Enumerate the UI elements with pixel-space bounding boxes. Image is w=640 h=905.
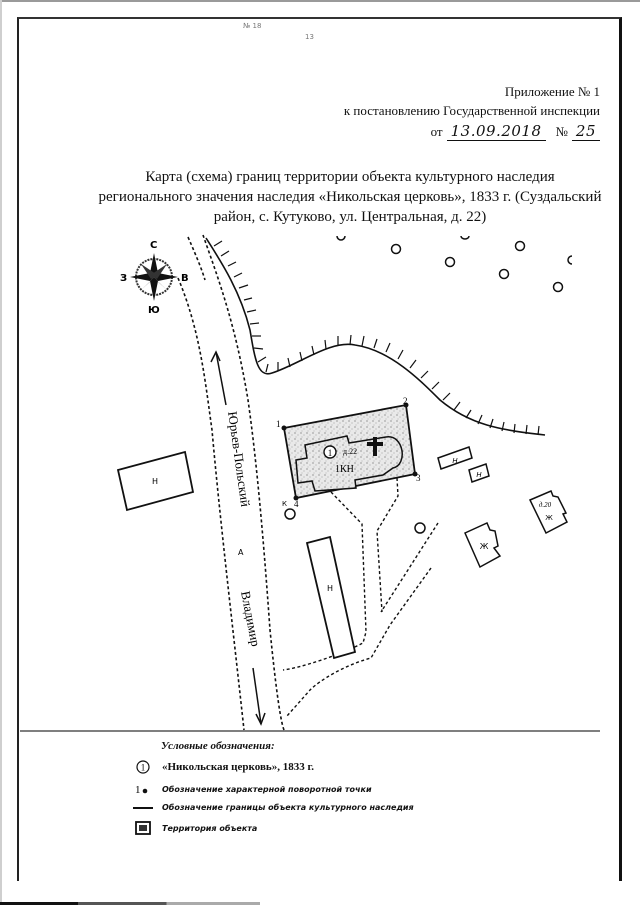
tree-icon: [552, 281, 564, 293]
svg-text:1: 1: [141, 763, 146, 773]
road-label-vladimir: Владимир: [238, 590, 263, 648]
tree-icon: [444, 256, 456, 268]
number-value: 25: [571, 122, 600, 141]
house-lower: [464, 522, 502, 569]
stamp-page: 13: [305, 33, 314, 41]
building-small-1: [437, 446, 473, 470]
annex-subtitle: к постановлению Государственной инспекци…: [343, 103, 600, 118]
date-prefix: от: [430, 124, 443, 139]
number-prefix: №: [555, 124, 568, 139]
circle-number-icon: 1: [130, 760, 156, 774]
compass-south: Ю: [148, 305, 160, 316]
turn-point-label-3: 3: [416, 473, 421, 483]
object-number: 1: [328, 448, 333, 458]
tree-icon: [336, 235, 346, 241]
road-label-yuryev-polsky: Юрьев-Польский: [225, 410, 253, 507]
object-number-marker: 1: [323, 445, 337, 459]
turn-point-label-4: 4: [294, 499, 299, 509]
object-territory: [281, 402, 418, 501]
turn-point-2: [403, 402, 409, 408]
territory-swatch-icon: [130, 821, 156, 835]
tree-icon: [390, 243, 402, 255]
building-long: [305, 535, 357, 660]
legend-text-object: «Никольская церковь», 1833 г.: [162, 761, 314, 773]
building-long-label: Н: [327, 584, 333, 593]
title-line-2: регионального значения наследия «Никольс…: [98, 189, 602, 205]
trees: [284, 235, 573, 534]
legend-text-boundary: Обозначение границы объекта культурного …: [162, 803, 414, 812]
legend-item-point: 1 Обозначение характерной поворотной точ…: [130, 782, 372, 796]
title-line-3: район, с. Кутуково, ул. Центральная, д. …: [213, 209, 487, 225]
direction-arrow-up-icon: [210, 350, 227, 406]
house-20-number: д.20: [539, 501, 552, 509]
annex-title: Приложение № 1: [504, 84, 600, 99]
scan-top-edge: [0, 0, 640, 2]
house-20: [528, 490, 568, 535]
tree-icon: [498, 268, 510, 280]
tree-icon: [567, 255, 573, 265]
compass-west: З: [120, 273, 127, 284]
building-left-label: Н: [152, 477, 158, 486]
legend-item-territory: Территория объекта: [130, 821, 257, 835]
legend-item-object: 1 «Никольская церковь», 1833 г.: [130, 760, 314, 774]
compass-rose-icon: [130, 253, 178, 301]
well-label: К: [282, 500, 287, 508]
turn-point-label-1: 1: [276, 419, 281, 429]
object-code: 1КН: [335, 464, 354, 475]
svg-text:1: 1: [135, 784, 141, 796]
boundary-line-icon: [130, 805, 156, 811]
compass-north: С: [150, 240, 157, 251]
turn-point-icon: 1: [130, 782, 156, 796]
object-house-number: д.22: [343, 447, 357, 456]
building-left: [116, 450, 195, 512]
legend-item-boundary: Обозначение границы объекта культурного …: [130, 803, 414, 812]
scan-left-edge: [0, 0, 2, 905]
annex-header: Приложение № 1 к постановлению Государст…: [344, 82, 600, 120]
compass-east: В: [181, 273, 189, 284]
tree-icon: [460, 235, 470, 240]
legend-title: Условные обозначения:: [161, 740, 275, 752]
turn-point-label-2: 2: [403, 396, 408, 406]
well-icon: [284, 508, 296, 520]
scan-bottom-edge: [0, 902, 260, 905]
page-frame: [17, 17, 622, 881]
direction-arrow-down-icon: [252, 667, 266, 726]
slope-edge: [205, 237, 546, 436]
church-cross-icon: [367, 437, 383, 456]
road-marker: А: [238, 548, 244, 557]
document-title: Карта (схема) границ территории объекта …: [80, 167, 620, 227]
turn-point-1: [281, 425, 287, 431]
tree-icon: [514, 240, 526, 252]
annex-date-line: от 13.09.2018 № 25: [431, 122, 600, 141]
building-small-2-label: Н: [476, 471, 482, 479]
building-small-2: [468, 463, 490, 483]
building-small-1-label: Н: [452, 457, 458, 465]
date-value: 13.09.2018: [446, 122, 546, 141]
stamp-number: № 18: [243, 22, 262, 30]
tree-icon: [414, 522, 426, 534]
house-lower-label: Ж: [480, 542, 489, 551]
footpaths: [282, 477, 439, 717]
house-20-label: Ж: [545, 514, 553, 522]
turn-point-3: [412, 471, 418, 477]
legend-text-territory: Территория объекта: [162, 823, 258, 833]
legend-text-point: Обозначение характерной поворотной точки: [162, 784, 372, 794]
title-line-1: Карта (схема) границ территории объекта …: [145, 169, 555, 185]
road: [177, 234, 285, 731]
turn-point-4: [293, 495, 299, 501]
